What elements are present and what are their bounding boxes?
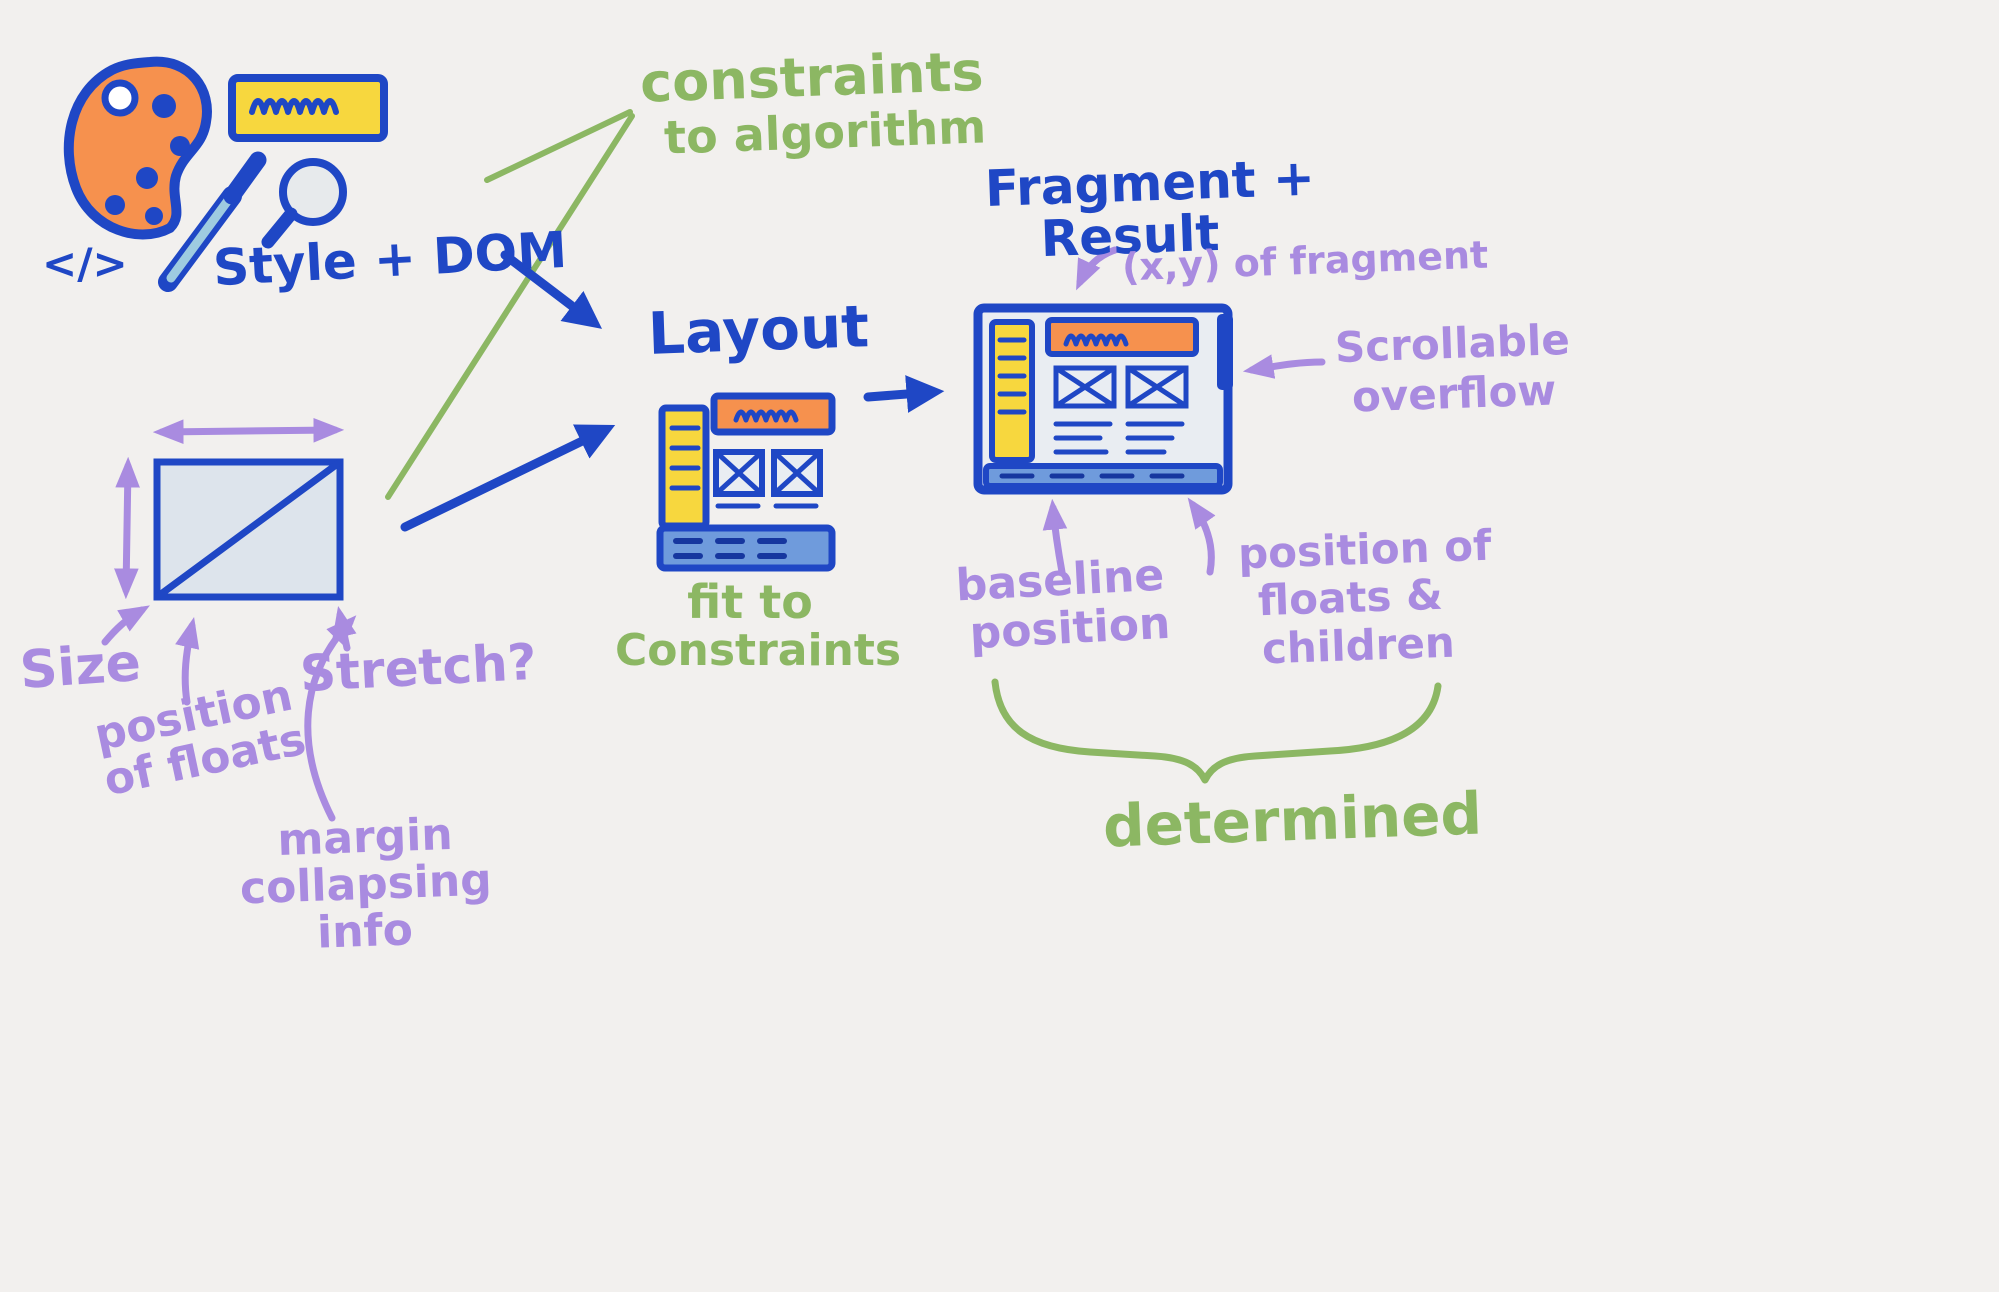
layout-title: Layout (646, 292, 871, 368)
box-illustration (153, 458, 344, 601)
fragment-wireframe (973, 303, 1233, 495)
baseline-arrow (1042, 498, 1068, 576)
position-of-floats-children-line2: floats & (1257, 569, 1444, 626)
box-diagonal (153, 458, 344, 601)
constraint-lines (385, 109, 635, 500)
size-label: Size (18, 632, 143, 702)
scrollbar-strip (1217, 314, 1233, 390)
code-symbol: </> (42, 239, 128, 288)
xy-fragment-arrow (1076, 246, 1119, 291)
size-arrow (101, 605, 150, 646)
margin-collapsing-arrow (304, 615, 357, 822)
style-to-layout-arrow (500, 250, 603, 329)
box-height-arrow (114, 456, 140, 600)
flow-arrows (400, 250, 945, 532)
scrollable-overflow-line2: overflow (1351, 365, 1557, 422)
constraints-label-line2: to algorithm (663, 99, 987, 165)
floats-children-arrow (1187, 497, 1216, 576)
paintbrush-icon (158, 151, 267, 292)
fit-to-constraints-line2: Constraints (615, 625, 902, 676)
constraints-line-lower (385, 113, 635, 500)
box-width-arrow (152, 417, 345, 445)
palette-icon (63, 56, 212, 240)
position-of-floats-children-line1: position of (1237, 520, 1493, 579)
layout-to-fragment-arrow (863, 375, 945, 413)
margin-collapsing-line2: collapsing (239, 854, 493, 915)
determined-label: determined (1101, 779, 1484, 861)
scrollable-arrow (1242, 354, 1326, 379)
box-to-layout-arrow (400, 424, 616, 532)
layout-wireframe (656, 392, 836, 572)
scrollable-overflow-line1: Scrollable (1334, 314, 1571, 373)
banner-icon (228, 74, 388, 142)
fit-to-constraints-line1: fit to (687, 575, 813, 629)
position-of-floats-children-line3: children (1261, 617, 1456, 674)
magnifier-icon (261, 158, 347, 249)
purple-annotation-arrows (101, 246, 1326, 822)
position-of-floats-arrow (175, 616, 200, 706)
margin-collapsing-line3: info (316, 904, 414, 959)
stretch-label: Stretch? (298, 632, 538, 704)
determined-brace (991, 678, 1442, 784)
baseline-position-line2: position (968, 597, 1172, 660)
constraints-line-upper (484, 109, 633, 183)
